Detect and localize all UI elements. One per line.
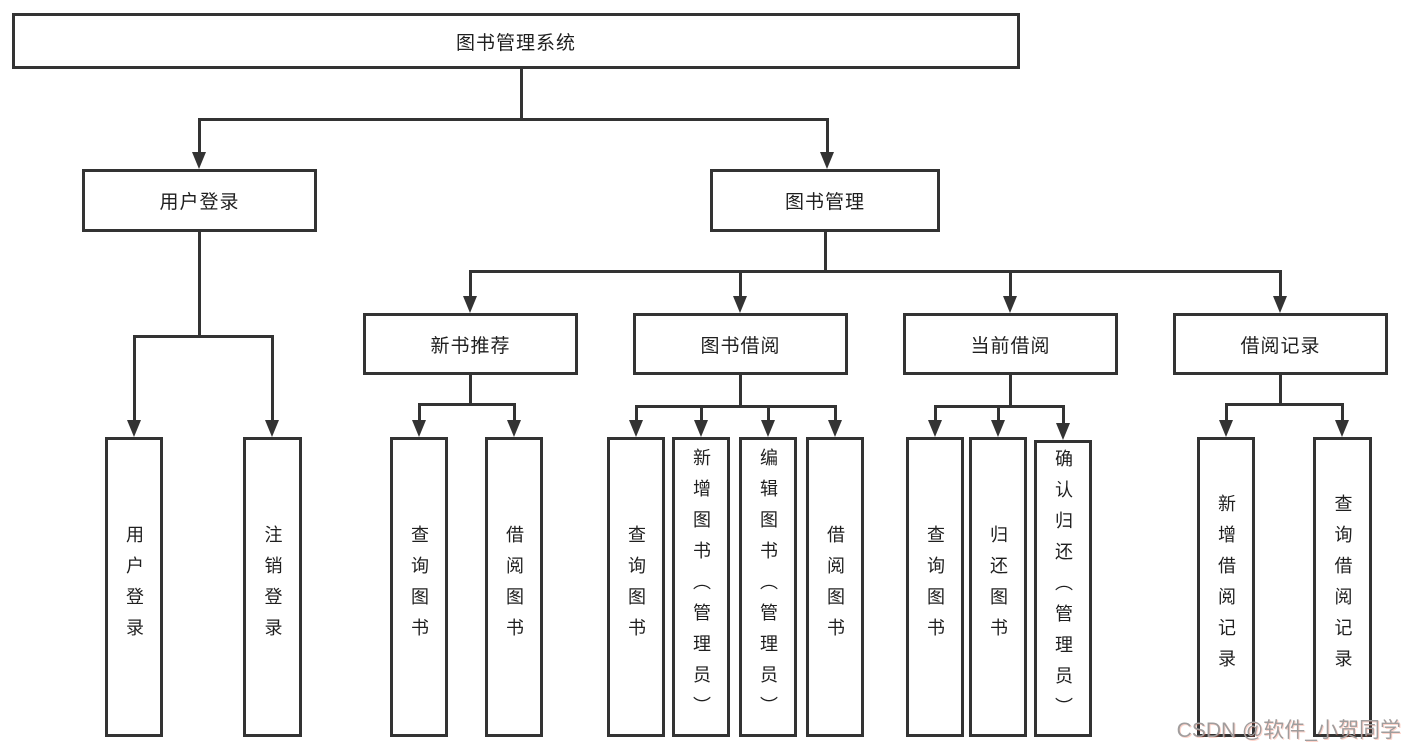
leaf-bb-edit-label: 编辑图书（管理员） (758, 447, 778, 727)
arrow-down-icon (991, 420, 1005, 437)
connector-line (824, 232, 827, 273)
connector-line (1009, 375, 1012, 408)
leaf-br-query-label: 查询借阅记录 (1332, 494, 1353, 680)
connector-line (418, 403, 421, 421)
arrow-down-icon (1056, 423, 1070, 440)
node-current-borrow-label: 当前借阅 (970, 335, 1051, 357)
node-book-mgmt: 图书管理 (710, 169, 940, 232)
connector-line (469, 270, 472, 297)
connector-line (997, 405, 1000, 421)
leaf-nb-borrow-label: 借阅图书 (504, 525, 524, 649)
node-current-borrow: 当前借阅 (903, 313, 1118, 375)
arrow-down-icon (265, 420, 279, 437)
connector-line (520, 68, 523, 120)
node-new-book-label: 新书推荐 (430, 335, 511, 357)
leaf-cb-confirm-label: 确认归还（管理员） (1053, 449, 1073, 728)
arrow-down-icon (1273, 296, 1287, 313)
connector-line (635, 405, 836, 408)
arrow-down-icon (761, 420, 775, 437)
node-borrow-record-label: 借阅记录 (1240, 335, 1321, 357)
connector-line (133, 335, 136, 421)
leaf-cb-confirm: 确认归还（管理员） (1034, 440, 1092, 737)
connector-line (739, 375, 742, 408)
connector-line (1279, 375, 1282, 406)
leaf-bb-query-label: 查询图书 (626, 525, 646, 649)
node-root-label: 图书管理系统 (455, 32, 576, 54)
connector-line (133, 335, 273, 338)
leaf-cb-return-label: 归还图书 (988, 525, 1008, 649)
leaf-bb-borrow-label: 借阅图书 (825, 525, 845, 649)
connector-line (700, 405, 703, 421)
node-user-login-label: 用户登录 (159, 192, 240, 213)
arrow-down-icon (928, 420, 942, 437)
node-new-book: 新书推荐 (363, 313, 578, 375)
leaf-br-add-label: 新增借阅记录 (1216, 494, 1236, 680)
connector-line (1225, 403, 1343, 406)
connector-line (834, 405, 837, 421)
leaf-br-add: 新增借阅记录 (1197, 437, 1255, 737)
csdn-watermark: CSDN @软件_小贺同学 (1176, 719, 1401, 742)
arrow-down-icon (1335, 420, 1349, 437)
leaf-cb-return: 归还图书 (969, 437, 1027, 737)
connector-line (1225, 403, 1228, 421)
node-book-borrow: 图书借阅 (633, 313, 848, 375)
leaf-cb-query-label: 查询图书 (925, 525, 945, 649)
leaf-br-query: 查询借阅记录 (1313, 437, 1372, 737)
connector-line (767, 405, 770, 421)
arrow-down-icon (694, 420, 708, 437)
leaf-bb-add-label: 新增图书（管理员） (691, 447, 711, 727)
arrow-down-icon (507, 420, 521, 437)
connector-line (198, 118, 201, 154)
connector-line (1062, 405, 1065, 424)
node-borrow-record: 借阅记录 (1173, 313, 1388, 375)
leaf-nb-query-label: 查询图书 (409, 525, 429, 649)
connector-line (418, 403, 516, 406)
connector-line (469, 270, 1282, 273)
leaf-nb-query: 查询图书 (390, 437, 448, 737)
connector-line (635, 405, 638, 421)
arrow-down-icon (1219, 420, 1233, 437)
connector-line (271, 335, 274, 421)
connector-line (934, 405, 937, 421)
connector-line (198, 118, 828, 121)
arrow-down-icon (828, 420, 842, 437)
arrow-down-icon (733, 296, 747, 313)
connector-line (739, 270, 742, 297)
connector-line (469, 375, 472, 406)
leaf-bb-query: 查询图书 (607, 437, 665, 737)
connector-line (1009, 270, 1012, 297)
leaf-user-login: 用户登录 (105, 437, 163, 737)
arrow-down-icon (192, 152, 206, 169)
connector-line (198, 232, 201, 338)
arrow-down-icon (629, 420, 643, 437)
node-user-login: 用户登录 (82, 169, 317, 232)
leaf-cb-query: 查询图书 (906, 437, 964, 737)
arrow-down-icon (412, 420, 426, 437)
leaf-bb-edit: 编辑图书（管理员） (739, 437, 797, 737)
arrow-down-icon (463, 296, 477, 313)
connector-line (513, 403, 516, 421)
leaf-bb-borrow: 借阅图书 (806, 437, 864, 737)
leaf-logout: 注销登录 (243, 437, 302, 737)
leaf-user-login-label: 用户登录 (124, 525, 144, 649)
connector-line (826, 118, 829, 154)
node-book-mgmt-label: 图书管理 (784, 192, 865, 213)
connector-line (1279, 270, 1282, 297)
arrow-down-icon (1003, 296, 1017, 313)
leaf-nb-borrow: 借阅图书 (485, 437, 543, 737)
arrow-down-icon (820, 152, 834, 169)
node-book-borrow-label: 图书借阅 (700, 335, 781, 357)
leaf-bb-add: 新增图书（管理员） (672, 437, 730, 737)
connector-line (1341, 403, 1344, 421)
leaf-logout-label: 注销登录 (262, 525, 283, 649)
node-root: 图书管理系统 (12, 13, 1020, 69)
arrow-down-icon (127, 420, 141, 437)
